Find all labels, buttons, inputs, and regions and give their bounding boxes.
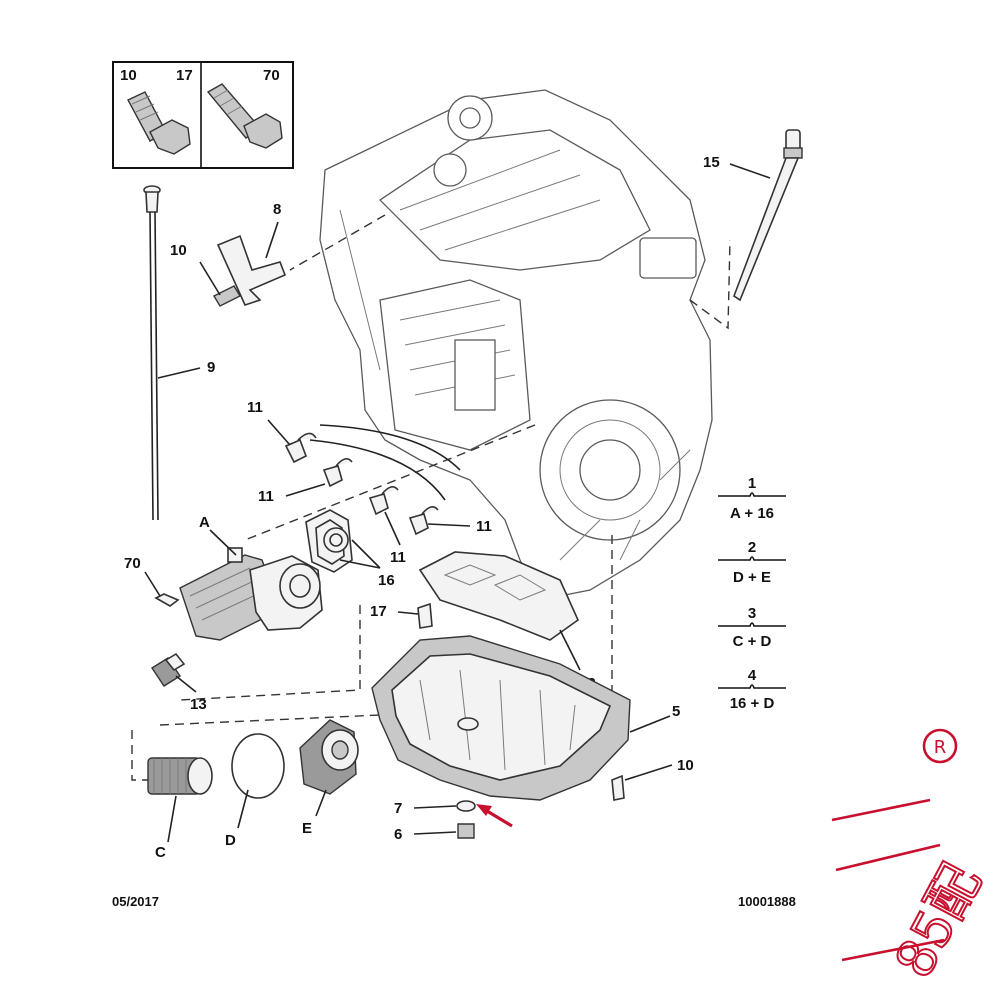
callout-E: E [302,820,312,837]
callout-6: 6 [394,826,402,843]
leader-17 [397,611,419,615]
leader-11-c [384,511,401,546]
callout-16: 16 [378,572,395,589]
legend-number-1: 1 [748,475,756,492]
callout-C: C [155,844,166,861]
callout-D: D [225,832,236,849]
watermark-strokes [831,798,945,962]
callout-10-box: 10 [120,67,137,84]
kit-legend: 1 A + 16 2 D + E 3 C + D 4 16 + D [718,475,786,712]
legend-row-3: 3 C + D [718,605,786,650]
callout-10-upper: 10 [170,242,187,259]
guide-bracket [213,234,287,307]
leader-7 [413,805,457,809]
leader-11-b [285,483,326,497]
bolt-17 [417,602,433,629]
callout-17: 17 [370,603,387,620]
filter-cap-E [299,719,359,795]
legend-row-1: 1 A + 16 [718,475,786,522]
legend-parts-1: A + 16 [730,505,774,522]
leader-10-upper [199,261,221,296]
sump-gasket [418,551,579,641]
leader-9 [157,367,201,379]
legend-number-4: 4 [748,667,757,684]
gaskets [305,509,353,573]
diagram-date: 05/2017 [112,894,159,909]
legend-rule-3 [718,622,786,627]
engine-block [319,89,713,601]
oil-line [309,439,446,501]
callout-10-lower: 10 [677,757,694,774]
leader-11-d [427,523,471,527]
callout-5: 5 [672,703,680,720]
callout-11-b: 11 [258,488,274,505]
legend-rule-2 [718,556,786,561]
bolt-70 [154,593,180,607]
dash-15-to-engine [689,239,731,330]
leader-8 [265,221,279,259]
legend-parts-2: D + E [733,569,771,586]
legend-parts-3: C + D [733,633,772,650]
leader-13 [175,675,197,693]
leader-70 [144,571,161,597]
bolt-box: 10 17 70 [112,61,294,169]
highlight-arrow-icon [476,804,513,828]
bolt-10-pan [611,774,625,801]
callout-11-c: 11 [390,549,406,566]
legend-parts-4: 16 + D [730,695,775,712]
pipe-clips [284,432,439,536]
o-ring-D [231,733,285,799]
leader-12 [559,629,581,671]
leader-10-lower [624,764,673,781]
flange-bolt-short-icon [127,91,191,155]
leader-C [167,795,177,843]
oil-line-2 [319,424,461,471]
dipstick [733,129,803,302]
flange-bolt-long-icon [206,83,283,149]
leader-A [209,529,237,556]
drain-washer [456,800,476,812]
legend-row-2: 2 D + E [718,539,786,586]
watermark-text: 85配 [884,855,992,988]
oil-pan [371,635,631,801]
callout-70-box: 70 [263,67,280,84]
diagram-reference: 10001888 [738,894,796,909]
leader-16 [339,539,381,569]
leader-15 [729,163,771,179]
legend-rule-4 [718,684,786,689]
callout-A: A [199,514,210,531]
filter-cartridge [147,757,213,795]
leader-D [237,789,249,829]
legend-row-4: 4 16 + D [718,667,786,712]
callout-11-d: 11 [476,518,492,535]
callout-7: 7 [394,800,402,817]
leader-5 [629,715,671,733]
callout-13: 13 [190,696,207,713]
callout-70: 70 [124,555,141,572]
callout-8: 8 [273,201,281,218]
legend-number-2: 2 [748,539,756,556]
dash-A-to-engine [244,424,536,541]
dipstick-tube [143,185,161,521]
legend-rule-1 [718,492,786,497]
callout-9: 9 [207,359,215,376]
registered-mark-letter: R [934,737,947,758]
leader-E [315,789,327,817]
leader-11-a [267,419,291,446]
dash-filter-bracket [131,714,381,781]
legend-number-3: 3 [748,605,756,622]
callout-15: 15 [703,154,720,171]
leader-6 [413,831,457,835]
callout-17-box: 17 [176,67,193,84]
drain-plug [457,823,475,839]
callout-11-a: 11 [247,399,263,416]
oil-pressure-sensor [151,652,186,687]
dash-8-to-engine [289,214,386,271]
oil-filter-housing [179,547,323,641]
watermark-logo: R 85配 [831,728,994,988]
registered-mark-icon [922,728,958,764]
